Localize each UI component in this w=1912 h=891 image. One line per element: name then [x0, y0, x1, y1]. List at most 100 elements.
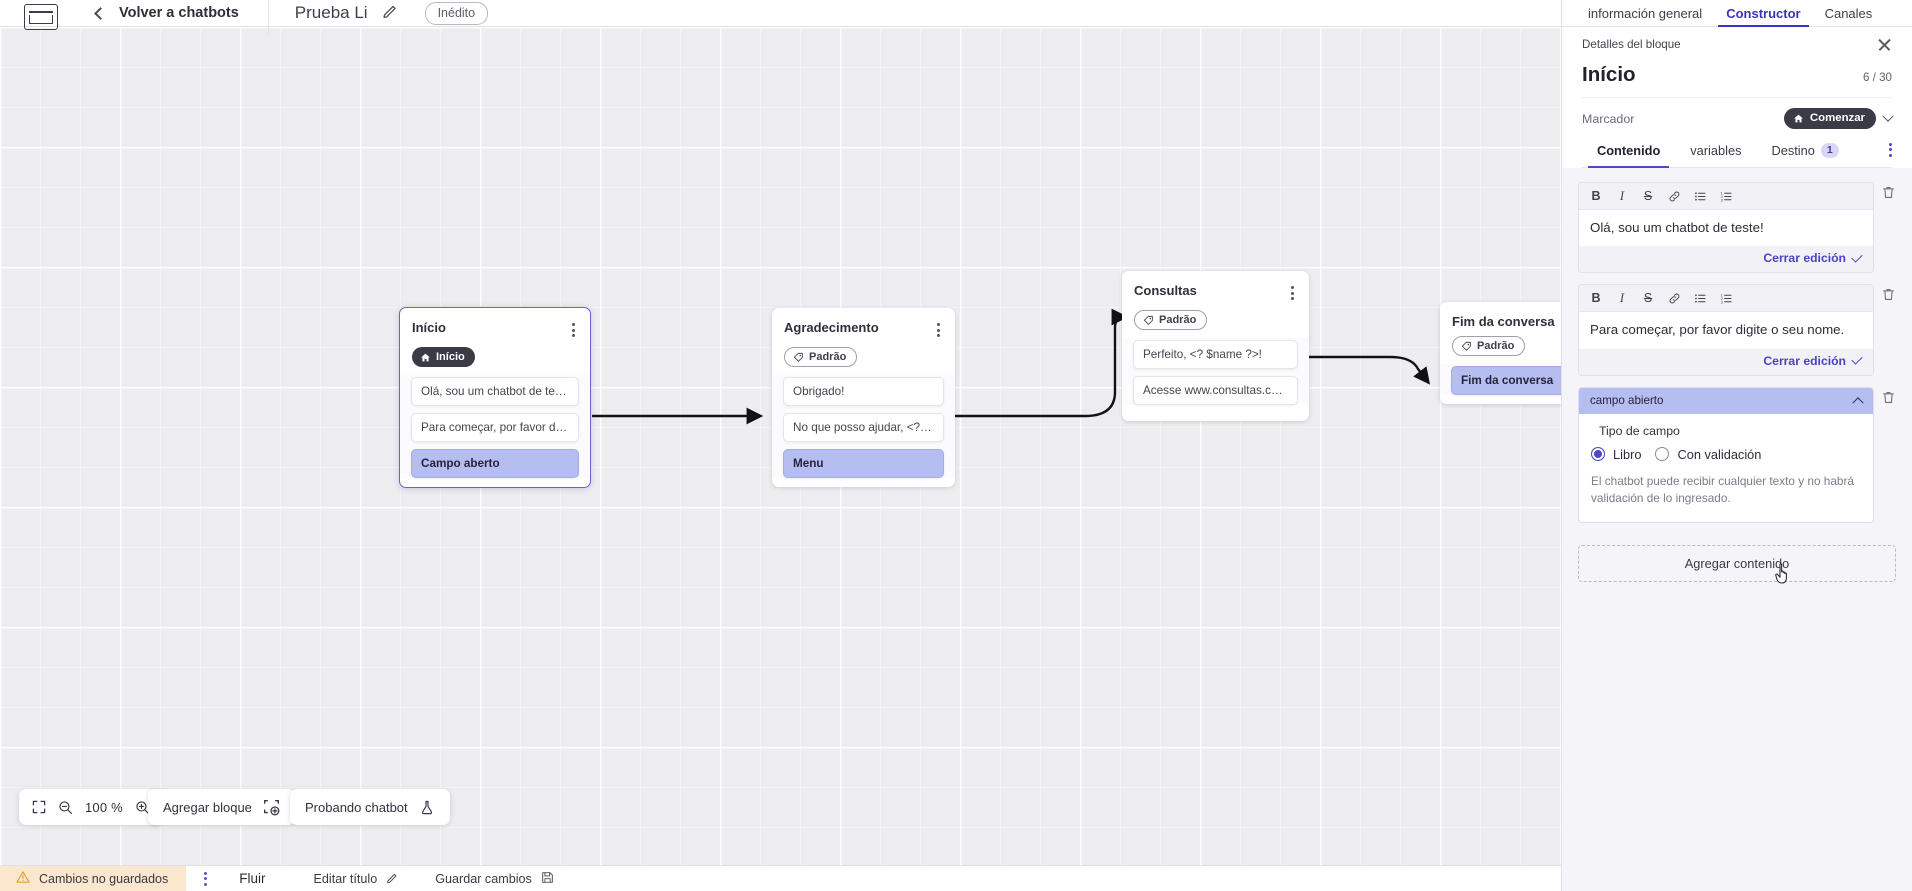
node-body: Fim da conversa	[1440, 363, 1561, 395]
bold-icon[interactable]: B	[1591, 291, 1601, 306]
editor-text[interactable]: Para começar, por favor digite o seu nom…	[1579, 312, 1873, 349]
node-tag-default: Padrão	[784, 347, 858, 367]
bullet-list-icon[interactable]	[1687, 288, 1713, 308]
tab-informacion-general[interactable]: información general	[1588, 6, 1703, 21]
more-vertical-icon[interactable]	[1889, 142, 1892, 163]
bold-icon[interactable]: B	[1591, 189, 1601, 203]
more-vertical-icon[interactable]	[204, 871, 208, 886]
zoom-toolbar: 100 %	[19, 789, 163, 825]
node-title: Fim da conversa	[1452, 314, 1555, 329]
pencil-icon[interactable]	[382, 2, 399, 24]
node-message[interactable]: Perfeito, <? $name ?>!	[1133, 339, 1298, 369]
link-icon[interactable]	[1661, 288, 1687, 308]
tab-constructor[interactable]: Constructor	[1714, 6, 1812, 27]
tab-fluir[interactable]: Fluir	[227, 867, 277, 891]
subtab-label: Destino	[1771, 143, 1815, 158]
italic-icon[interactable]: I	[1619, 290, 1625, 305]
svg-text:3: 3	[1720, 197, 1722, 202]
bot-name-title: Prueba Li	[294, 3, 368, 22]
strikethrough-icon[interactable]: S	[1643, 291, 1653, 306]
editor-footer: Cerrar edición	[1579, 348, 1873, 375]
subtab-contenido[interactable]: Contenido	[1582, 138, 1675, 168]
flow-canvas[interactable]: Início Início Olá, sou um chatbot de tes…	[0, 27, 1561, 865]
unsaved-changes-banner: Cambios no guardados	[0, 865, 187, 891]
flow-node-consultas[interactable]: Consultas Padrão Perfeito, <? $name ?>! …	[1122, 271, 1309, 421]
editor-text[interactable]: Olá, sou um chatbot de teste!	[1579, 210, 1873, 247]
close-edit-button[interactable]: Cerrar edición	[1763, 251, 1863, 265]
node-title: Consultas	[1134, 283, 1197, 298]
save-changes-button[interactable]: Guardar cambios	[435, 871, 554, 887]
panel-header: Detalles del bloque	[1582, 27, 1892, 56]
node-input-field[interactable]: Campo aberto	[411, 448, 579, 478]
add-block-button[interactable]: Agregar bloque	[148, 789, 295, 825]
tag-icon	[1461, 341, 1471, 351]
tab-canales[interactable]: Canales	[1824, 6, 1873, 21]
svg-text:2: 2	[1720, 194, 1722, 199]
trash-icon[interactable]	[1881, 284, 1896, 307]
flow-node-fim-da-conversa[interactable]: Fim da conversa Padrão Fim da conversa	[1440, 302, 1561, 404]
subtab-variables[interactable]: variables	[1675, 138, 1756, 167]
back-to-chatbots-link[interactable]: Volver a chatbots	[119, 5, 239, 21]
block-title: Início	[1582, 63, 1636, 86]
node-input-field[interactable]: Menu	[783, 448, 944, 478]
block-title-row: Início 6 / 30	[1582, 56, 1892, 98]
home-icon	[1794, 114, 1803, 122]
edit-title-button[interactable]: Editar título	[314, 871, 400, 887]
zoom-out-icon[interactable]	[58, 800, 73, 815]
node-message[interactable]: Olá, sou um chatbot de teste!	[411, 376, 579, 406]
link-icon[interactable]	[1661, 186, 1687, 206]
node-tag-row: Padrão	[772, 340, 955, 375]
node-tag-label: Início	[436, 351, 465, 363]
marker-chip-label: Comenzar	[1809, 112, 1865, 124]
field-card-header[interactable]: campo abierto	[1579, 387, 1873, 414]
status-badge: Inédito	[424, 1, 489, 25]
chevron-left-icon[interactable]	[94, 6, 107, 20]
node-menu-button[interactable]	[1288, 283, 1297, 303]
close-edit-button[interactable]: Cerrar edición	[1763, 353, 1863, 368]
chevron-up-icon[interactable]	[1852, 397, 1864, 409]
field-type-radio-group: Libro Con validación	[1591, 447, 1861, 462]
node-menu-button[interactable]	[569, 320, 578, 340]
close-edit-label: Cerrar edición	[1763, 353, 1846, 368]
test-chatbot-label: Probando chatbot	[305, 799, 408, 815]
field-type-label: Tipo de campo	[1599, 423, 1680, 438]
marker-control[interactable]: Comenzar	[1783, 108, 1894, 129]
radio-con-validacion[interactable]: Con validación	[1655, 447, 1761, 462]
strikethrough-icon[interactable]: S	[1643, 189, 1653, 203]
node-message[interactable]: Para começar, por favor digite o ...	[411, 412, 579, 442]
edit-title-label: Editar título	[313, 871, 378, 886]
add-content-button[interactable]: Agregar contenido	[1578, 544, 1896, 584]
node-menu-button[interactable]	[934, 320, 943, 340]
close-icon[interactable]	[1877, 37, 1892, 52]
test-chatbot-button[interactable]: Probando chatbot	[290, 789, 450, 825]
bullet-list-icon[interactable]	[1687, 186, 1713, 206]
trash-icon[interactable]	[1881, 387, 1896, 410]
block-details-panel: información general Constructor Canales …	[1561, 0, 1912, 891]
marker-chip[interactable]: Comenzar	[1783, 108, 1876, 129]
fit-screen-icon[interactable]	[32, 800, 46, 814]
subtab-destino[interactable]: Destino 1	[1756, 138, 1853, 167]
subtab-label: variables	[1690, 143, 1742, 158]
italic-icon[interactable]: I	[1619, 188, 1625, 203]
unsaved-changes-label: Cambios no guardados	[39, 871, 169, 886]
open-field-card: campo abierto Tipo de campo Libro Con va…	[1578, 386, 1896, 523]
node-input-field[interactable]: Fim da conversa	[1451, 365, 1561, 395]
node-message[interactable]: No que posso ajudar, <? $name ...	[783, 412, 944, 442]
trash-icon[interactable]	[1881, 182, 1896, 205]
radio-label: Con validación	[1677, 446, 1762, 462]
flow-node-agradecimento[interactable]: Agradecimento Padrão Obrigado! No que po…	[772, 308, 955, 487]
node-message[interactable]: Acesse www.consultas.com par...	[1133, 375, 1298, 405]
node-tag-label: Padrão	[809, 351, 847, 363]
node-tag-row: Padrão	[1440, 329, 1561, 364]
node-message[interactable]: Obrigado!	[783, 376, 944, 406]
flow-node-inicio[interactable]: Início Início Olá, sou um chatbot de tes…	[399, 307, 591, 488]
flask-icon	[419, 799, 435, 816]
chevron-down-icon[interactable]	[1882, 110, 1894, 122]
radio-libro[interactable]: Libro	[1591, 447, 1641, 462]
subtab-label: Contenido	[1597, 143, 1661, 158]
zoom-in-icon[interactable]	[135, 800, 150, 815]
